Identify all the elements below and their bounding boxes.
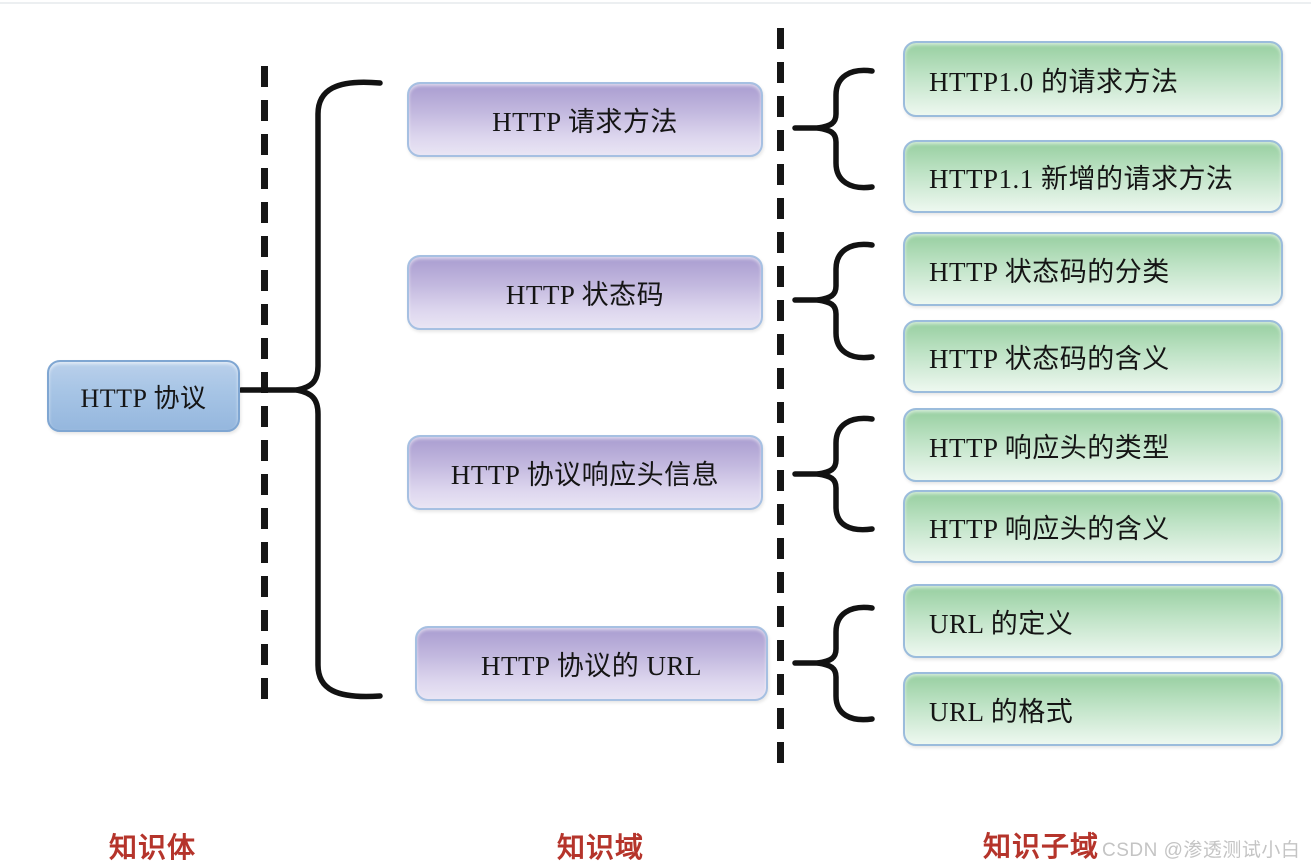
- leaf-status-code-meanings: HTTP 状态码的含义: [903, 320, 1283, 393]
- node-http-status-codes: HTTP 状态码: [407, 255, 763, 330]
- node-label: HTTP 响应头的含义: [929, 514, 1170, 544]
- dashed-separator-right: [777, 28, 784, 764]
- csdn-watermark: CSDN @渗透测试小白: [1102, 840, 1301, 861]
- node-label: HTTP1.0 的请求方法: [929, 66, 1179, 97]
- node-label: HTTP 协议响应头信息: [450, 460, 720, 490]
- node-http-protocol: HTTP 协议: [47, 360, 240, 432]
- node-http-response-headers: HTTP 协议响应头信息: [407, 435, 763, 510]
- leaf-http10-request-methods: HTTP1.0 的请求方法: [903, 41, 1283, 117]
- node-label: HTTP1.1 新增的请求方法: [929, 164, 1234, 194]
- branch3-brace: [815, 415, 875, 533]
- leaf-url-format: URL 的格式: [903, 672, 1283, 746]
- column-label-knowledge-body: 知识体: [109, 833, 197, 864]
- leaf-url-definition: URL 的定义: [903, 584, 1283, 658]
- leaf-response-header-types: HTTP 响应头的类型: [903, 408, 1283, 482]
- leaf-http11-new-request-methods: HTTP1.1 新增的请求方法: [903, 140, 1283, 213]
- dashed-separator-left: [261, 66, 268, 704]
- node-label: HTTP 协议: [80, 383, 207, 413]
- node-label: URL 的格式: [929, 696, 1074, 727]
- node-label: HTTP 状态码: [505, 280, 665, 310]
- node-label: URL 的定义: [929, 608, 1074, 639]
- node-http-url: HTTP 协议的 URL: [415, 626, 768, 701]
- leaf-response-header-meanings: HTTP 响应头的含义: [903, 490, 1283, 563]
- top-divider-line: [0, 2, 1311, 4]
- node-label: HTTP 状态码的含义: [929, 344, 1170, 374]
- branch4-brace: [815, 604, 875, 723]
- node-label: HTTP 请求方法: [492, 107, 678, 137]
- branch1-brace: [815, 67, 875, 191]
- column-label-knowledge-subdomain: 知识子域: [983, 832, 1100, 863]
- branch2-brace: [815, 241, 875, 361]
- leaf-status-code-categories: HTTP 状态码的分类: [903, 232, 1283, 306]
- node-label: HTTP 协议的 URL: [481, 651, 702, 681]
- root-brace: [294, 79, 383, 700]
- node-label: HTTP 状态码的分类: [929, 256, 1170, 287]
- column-label-knowledge-domain: 知识域: [557, 833, 645, 864]
- node-label: HTTP 响应头的类型: [929, 432, 1170, 463]
- node-http-request-methods: HTTP 请求方法: [407, 82, 763, 157]
